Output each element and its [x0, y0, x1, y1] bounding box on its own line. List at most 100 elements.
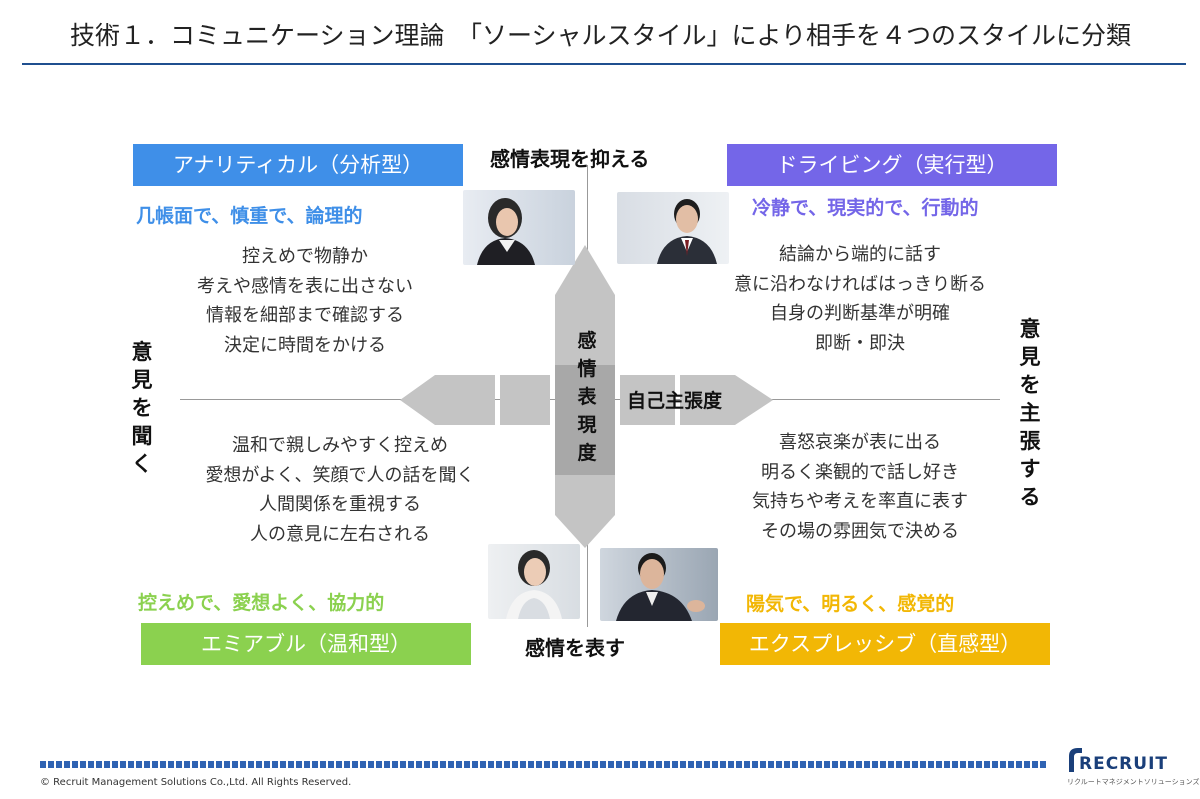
footer-dot	[760, 761, 766, 768]
trait-item: 明るく楽観的で話し好き	[761, 461, 959, 483]
footer-dot	[576, 761, 582, 768]
copyright: © Recruit Management Solutions Co.,Ltd. …	[40, 777, 352, 788]
footer-dot	[696, 761, 702, 768]
title-divider	[22, 63, 1186, 65]
footer-dot	[888, 761, 894, 768]
footer-dot	[88, 761, 94, 768]
footer-dot	[632, 761, 638, 768]
cross-hbar-left	[500, 375, 550, 425]
footer-dot	[248, 761, 254, 768]
footer-dot	[80, 761, 86, 768]
cross-hbar-right	[620, 375, 675, 425]
footer-dot	[64, 761, 70, 768]
footer-dot	[496, 761, 502, 768]
footer-dot	[920, 761, 926, 768]
footer-dot	[400, 761, 406, 768]
footer-dot	[320, 761, 326, 768]
footer-dot	[224, 761, 230, 768]
cross-label-vertical: 感情表現度	[577, 330, 597, 464]
footer-dot	[712, 761, 718, 768]
footer-dot	[1024, 761, 1030, 768]
footer-dot	[640, 761, 646, 768]
axis-label-left: 意見を聞く	[131, 340, 153, 476]
trait-item: 決定に時間をかける	[224, 334, 386, 356]
footer-dot	[152, 761, 158, 768]
footer-dot	[792, 761, 798, 768]
footer-dot	[208, 761, 214, 768]
trait-item: 即断・即決	[815, 332, 905, 354]
traits-amiable: 温和で親しみやすく控えめ 愛想がよく、笑顔で人の話を聞く 人間関係を重視する 人…	[160, 431, 520, 549]
footer-dot	[192, 761, 198, 768]
footer-dot	[960, 761, 966, 768]
footer-dot	[296, 761, 302, 768]
footer-dot	[968, 761, 974, 768]
footer-dot	[96, 761, 102, 768]
footer-dot	[1016, 761, 1022, 768]
footer-dot	[128, 761, 134, 768]
footer-dot	[856, 761, 862, 768]
recruit-logo-icon	[1069, 748, 1082, 772]
footer-dot	[232, 761, 238, 768]
footer-dot	[104, 761, 110, 768]
trait-item: 愛想がよく、笑顔で人の話を聞く	[205, 464, 475, 486]
footer-dot	[864, 761, 870, 768]
axis-label-top: 感情表現を抑える	[490, 147, 650, 171]
footer-dot	[688, 761, 694, 768]
photo-analytical	[463, 190, 575, 265]
footer-dot	[120, 761, 126, 768]
footer-dot	[200, 761, 206, 768]
footer-dotted-rule	[40, 761, 1046, 768]
footer-dot	[440, 761, 446, 768]
footer-dot	[40, 761, 46, 768]
footer-dot	[112, 761, 118, 768]
footer-dot	[744, 761, 750, 768]
footer-dot	[472, 761, 478, 768]
arrow-down	[555, 475, 615, 548]
footer-dot	[448, 761, 454, 768]
keyword-expressive: 陽気で、明るく、感覚的	[746, 593, 955, 615]
footer-dot	[392, 761, 398, 768]
footer-dot	[944, 761, 950, 768]
footer-dot	[928, 761, 934, 768]
footer-dot	[312, 761, 318, 768]
footer-dot	[656, 761, 662, 768]
footer-dot	[680, 761, 686, 768]
footer-dot	[72, 761, 78, 768]
person-woman-icon	[477, 198, 535, 265]
person-man-icon	[657, 199, 717, 264]
footer-dot	[464, 761, 470, 768]
axis-label-right: 意見を主張する	[1019, 317, 1041, 509]
footer-dot	[608, 761, 614, 768]
keyword-driving: 冷静で、現実的で、行動的	[752, 197, 979, 219]
company-logo: RECRUIT	[1079, 754, 1168, 774]
footer-dot	[824, 761, 830, 768]
footer-dot	[816, 761, 822, 768]
footer-dot	[336, 761, 342, 768]
footer-dot	[160, 761, 166, 768]
footer-dot	[568, 761, 574, 768]
footer-dot	[720, 761, 726, 768]
footer-dot	[176, 761, 182, 768]
footer-dot	[424, 761, 430, 768]
footer-dot	[328, 761, 334, 768]
footer-dot	[256, 761, 262, 768]
footer-dot	[368, 761, 374, 768]
type-label-analytical: アナリティカル（分析型）	[133, 144, 463, 186]
trait-item: 人の意見に左右される	[250, 523, 430, 545]
footer-dot	[832, 761, 838, 768]
footer-dot	[800, 761, 806, 768]
trait-item: 気持ちや考えを率直に表す	[752, 491, 968, 512]
footer-dot	[352, 761, 358, 768]
footer-dot	[136, 761, 142, 768]
trait-item: 結論から端的に話す	[779, 244, 941, 265]
footer-dot	[48, 761, 54, 768]
footer-dot	[408, 761, 414, 768]
arrow-right	[680, 375, 773, 425]
footer-dot	[736, 761, 742, 768]
axis-label-bottom: 感情を表す	[525, 636, 625, 660]
footer-dot	[648, 761, 654, 768]
footer-dot	[528, 761, 534, 768]
trait-item: 温和で親しみやすく控えめ	[232, 435, 448, 456]
arrow-up	[555, 245, 615, 365]
footer-dot	[240, 761, 246, 768]
